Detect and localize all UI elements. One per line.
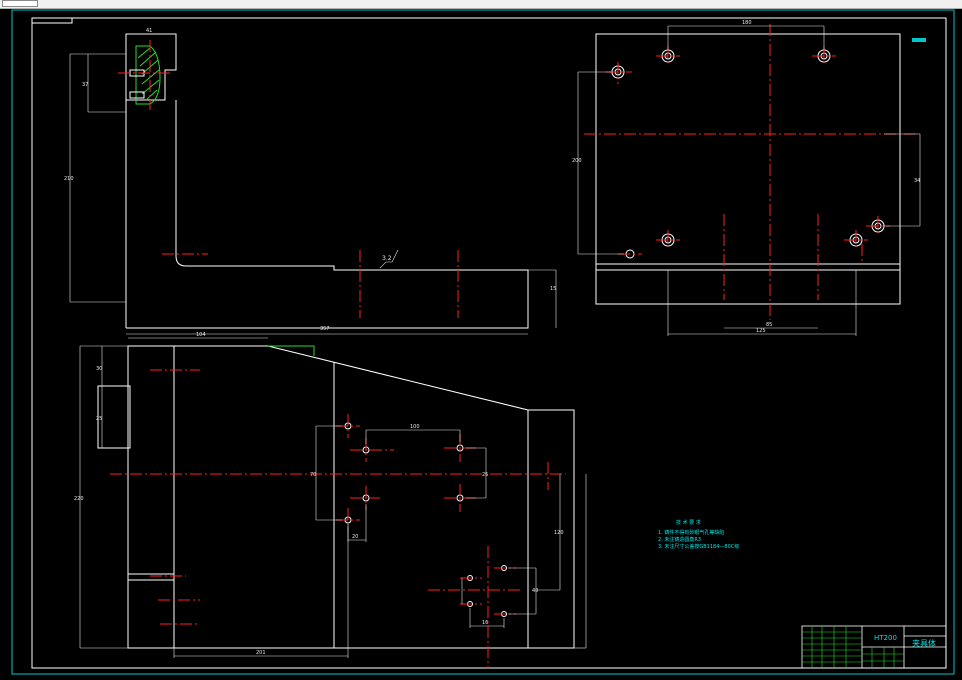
hatch-section bbox=[135, 45, 161, 105]
dim-plan-right: 34 bbox=[914, 178, 920, 184]
title-material: HT200 bbox=[874, 634, 897, 642]
dim-front-thick: 15 bbox=[550, 286, 556, 292]
side-pocket bbox=[97, 385, 131, 449]
dim-side-a: 30 bbox=[96, 366, 102, 372]
side-dim-texts: 104 220 30 25 70 100 120 20 25 40 16 201 bbox=[74, 332, 564, 656]
dim-side-c: 70 bbox=[310, 472, 316, 478]
title-block-texts: HT200 夹具体 bbox=[874, 634, 936, 648]
window-chrome bbox=[0, 0, 962, 9]
side-view bbox=[97, 345, 575, 649]
dim-side-top: 104 bbox=[196, 332, 206, 338]
plan-holes bbox=[611, 49, 885, 259]
dim-side-b: 25 bbox=[96, 416, 102, 422]
front-dims bbox=[69, 33, 557, 335]
tech-item-3: 3. 未注尺寸公差按GB1184—80C级 bbox=[658, 543, 739, 550]
title-block-grid bbox=[802, 626, 904, 668]
front-view bbox=[125, 33, 529, 329]
dim-side-h: 40 bbox=[532, 588, 538, 594]
inner-border bbox=[31, 17, 947, 669]
drawing-frame bbox=[11, 9, 955, 675]
plan-dim-texts: 180 200 34 85 125 bbox=[572, 20, 920, 334]
front-slot-b bbox=[129, 91, 145, 99]
dim-side-f: 20 bbox=[352, 534, 358, 540]
front-outline bbox=[125, 33, 177, 101]
plan-section-tag bbox=[912, 38, 926, 42]
window-button[interactable] bbox=[2, 0, 38, 7]
title-part-name: 夹具体 bbox=[912, 638, 936, 648]
dim-front-total: 357 bbox=[320, 326, 330, 332]
dim-plan-side: 200 bbox=[572, 158, 582, 164]
dim-front-top: 41 bbox=[146, 28, 152, 34]
tech-requirements: 技 术 要 求 1. 铸件不得有砂眼气孔等缺陷 2. 未注铸造圆角R3 3. 未… bbox=[658, 519, 739, 550]
side-holes bbox=[344, 422, 507, 617]
outer-border bbox=[11, 9, 955, 675]
front-centerlines bbox=[118, 40, 459, 318]
dim-side-g: 25 bbox=[482, 472, 488, 478]
dim-side-left: 220 bbox=[74, 496, 84, 502]
dim-front-side-b: 210 bbox=[64, 176, 74, 182]
side-outline bbox=[127, 345, 575, 649]
side-chamfer-mark bbox=[268, 345, 315, 356]
plan-dims bbox=[577, 25, 921, 336]
dim-front-side-a: 37 bbox=[82, 82, 88, 88]
side-dims bbox=[79, 337, 587, 658]
front-dim-texts: 41 37 210 357 15 3.2 bbox=[64, 28, 556, 332]
dim-side-i: 16 bbox=[482, 620, 488, 626]
plan-outline bbox=[595, 33, 901, 305]
cad-canvas[interactable]: 41 37 210 357 15 3.2 bbox=[0, 8, 962, 680]
tech-heading: 技 术 要 求 bbox=[676, 519, 701, 526]
surface-finish: 3.2 bbox=[382, 255, 392, 262]
dim-side-d: 100 bbox=[410, 424, 420, 430]
front-inner bbox=[126, 100, 529, 329]
plan-centerlines bbox=[584, 24, 916, 320]
dim-plan-bottom-b: 125 bbox=[756, 328, 766, 334]
dim-side-bottom: 201 bbox=[256, 650, 266, 656]
dim-plan-bottom-a: 85 bbox=[766, 322, 772, 328]
corner-tag bbox=[31, 17, 73, 24]
tech-item-2: 2. 未注铸造圆角R3 bbox=[658, 536, 701, 543]
tech-item-1: 1. 铸件不得有砂眼气孔等缺陷 bbox=[658, 529, 724, 536]
plan-view bbox=[595, 33, 901, 305]
dim-side-e: 120 bbox=[554, 530, 564, 536]
side-centerlines bbox=[110, 369, 566, 668]
dim-plan-top: 180 bbox=[742, 20, 752, 26]
